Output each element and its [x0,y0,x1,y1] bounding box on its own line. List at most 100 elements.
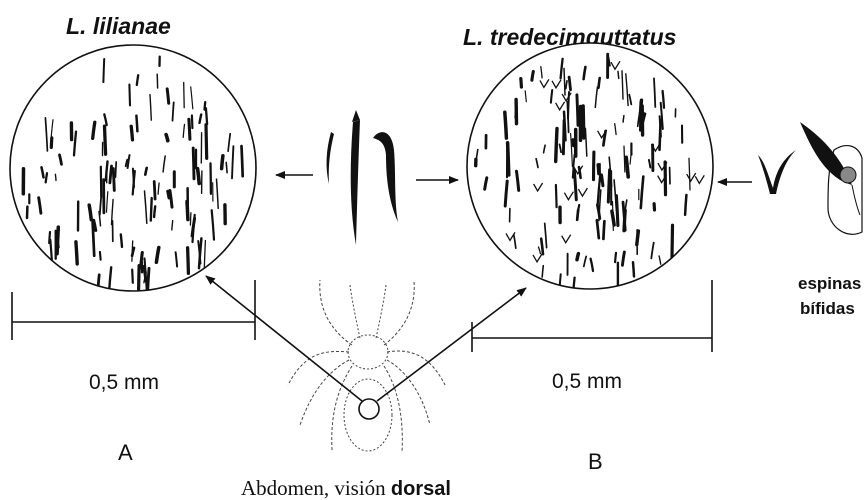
seta [184,83,185,108]
cuticle-circle-a [10,45,256,298]
seta [189,119,190,139]
seta [188,248,189,273]
seta [583,106,584,138]
seta [167,89,169,103]
seta [564,68,565,95]
seta [105,126,106,154]
seta [190,213,191,225]
seta [663,91,664,108]
seta [103,59,104,82]
seta [226,162,227,172]
seta [556,185,557,207]
seta [577,210,578,220]
seta [100,252,101,260]
seta [89,205,91,220]
seta [637,231,639,245]
seta [168,191,169,197]
seta [132,270,133,283]
seta [577,95,578,126]
seta [148,268,150,293]
seta [145,168,146,175]
seta [584,67,586,79]
seta [131,126,132,140]
seta [633,262,634,276]
panel-label-b: B [588,449,603,474]
seta [55,174,56,180]
seta [156,248,158,263]
seta [193,148,194,179]
seta [206,125,207,159]
seta [192,116,193,129]
seta [133,169,134,188]
seta [626,157,628,177]
seta [129,85,130,106]
caption-bold: dorsal [391,478,451,500]
seta [172,221,173,230]
seta [93,122,95,138]
seta [532,72,533,81]
seta [577,254,578,260]
seta [141,253,143,268]
bifid-spines-label-line2: bífidas [800,299,855,318]
seta [615,253,616,262]
seta [618,71,619,78]
seta [612,211,614,225]
seta [569,77,570,90]
seta [166,135,168,141]
seta [685,195,686,215]
scale-label-a: 0,5 mm [89,371,159,394]
seta [57,236,59,247]
seta [608,170,609,202]
caption-regular: Abdomen, visión [241,476,391,500]
bifid-spine-detail [758,122,862,234]
seta [622,252,624,265]
seta [505,181,507,206]
seta [198,169,200,184]
bifid-spines-label-line1: espinas [798,274,861,293]
seta [551,90,552,103]
seta [574,170,576,200]
seta [602,175,603,186]
seta [137,75,138,85]
enlarged-spines [327,110,398,245]
seta [100,199,101,215]
seta [46,173,47,182]
seta [556,129,557,162]
scale-label-b: 0,5 mm [552,370,622,393]
panel-label-a: A [118,440,133,465]
pointer-to-circle-b [377,288,526,401]
seta [113,169,114,191]
seta [173,102,174,120]
seta [573,278,575,296]
species-a-title: L. lilianae [66,13,171,39]
scale-bar-b [472,280,712,352]
seta [242,146,243,176]
seta [222,156,223,169]
seta [521,79,522,88]
seta [599,78,600,88]
seta [154,206,155,217]
seta [121,234,122,247]
seta [505,112,507,138]
seta [154,182,155,200]
seta [672,225,673,257]
seta [110,166,112,183]
seta [516,108,517,117]
seta [151,198,152,221]
seta [508,143,509,175]
seta [564,112,566,141]
seta [206,108,207,124]
cuticle-circle-b [467,43,713,301]
seta [76,242,77,264]
seta [132,248,134,256]
seta [93,222,95,255]
seta [603,221,604,239]
seta [139,266,140,290]
spider-dorsal-illustration [288,280,445,452]
seta [598,165,599,174]
pointer-to-circle-a [206,276,362,401]
seta [623,116,624,123]
seta [116,162,117,177]
figure-caption: Abdomen, visión dorsal [241,476,451,500]
